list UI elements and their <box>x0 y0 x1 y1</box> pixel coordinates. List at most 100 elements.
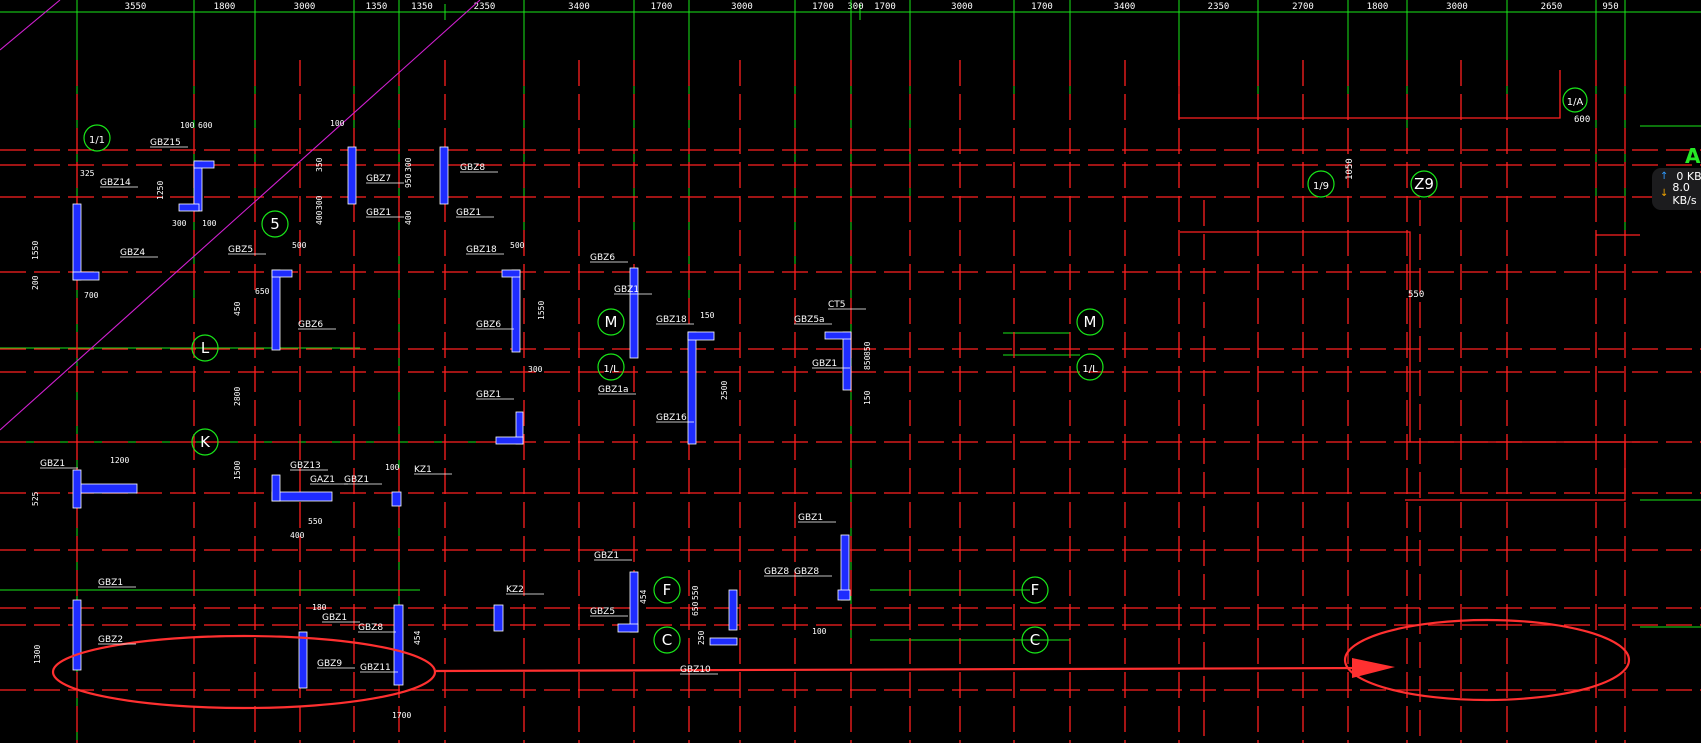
axis-bubble <box>597 308 625 336</box>
diagonal-reference-lines <box>0 0 481 431</box>
detail-dimension: 950 <box>404 173 413 188</box>
detail-dimension: 650 <box>255 287 270 296</box>
axis-bubble <box>597 353 625 381</box>
detail-dimension: 150 <box>863 390 872 405</box>
axis-bubble <box>1410 170 1438 198</box>
component-label: GBZ8 <box>794 567 819 577</box>
component-label: GBZ1 <box>366 208 391 218</box>
component-label: GBZ1 <box>798 513 823 523</box>
axis-bubble-label: 1/1 <box>89 135 105 146</box>
axis-bubble <box>653 576 681 604</box>
detail-dimension: 200 <box>31 275 40 290</box>
component-label: GBZ2 <box>98 635 123 645</box>
detail-dimension: 1550 <box>31 241 40 260</box>
detail-dimension: 1500 <box>233 461 242 480</box>
detail-dimension: 250 <box>697 630 706 645</box>
ruler-dimension: 3400 <box>1114 2 1136 12</box>
ruler-dimension: 2700 <box>1292 2 1314 12</box>
ruler-dimension: 3000 <box>1446 2 1468 12</box>
axis-bubble-label: F <box>1031 581 1040 599</box>
ruler-dimension: 1700 <box>812 2 834 12</box>
arrow-down-icon: ↓ <box>1660 188 1669 199</box>
detail-dimension: 550 <box>691 585 700 600</box>
detail-dimension: 1300 <box>33 645 42 664</box>
detail-dimension: 100 <box>180 121 195 130</box>
upload-speed: 0 KB/s <box>1676 170 1701 183</box>
ruler-dimension: 2350 <box>474 2 496 12</box>
detail-dimension: 300 <box>315 195 324 210</box>
axis-bubble <box>1021 626 1049 654</box>
axis-bubble-label: M <box>1084 313 1097 331</box>
component-label: GBZ1 <box>614 285 639 295</box>
annotation-value: 1050 <box>1345 158 1355 180</box>
ruler-dimension: 950 <box>1602 2 1618 12</box>
component-label: GBZ4 <box>120 248 145 258</box>
component-label: KZ1 <box>414 465 432 475</box>
ruler-dimension: 1350 <box>411 2 433 12</box>
component-label: GBZ6 <box>590 253 615 263</box>
wall-components <box>72 146 852 689</box>
component-label: GBZ1 <box>594 551 619 561</box>
axis-bubble <box>1021 576 1049 604</box>
component-label: GBZ5 <box>228 245 253 255</box>
axis-bubble-label: K <box>200 433 211 451</box>
axis-bubble-label: L <box>201 339 210 357</box>
ruler-dimension: 2650 <box>1541 2 1563 12</box>
download-row: ↓ 8.0 KB/s <box>1652 181 1701 207</box>
component-label: GBZ1 <box>40 459 65 469</box>
detail-dimension: 1700 <box>392 711 411 720</box>
detail-dimension: 300 <box>404 157 413 172</box>
component-label: GBZ1 <box>98 578 123 588</box>
highlight-arrow-head <box>1352 658 1395 678</box>
component-label: GBZ8 <box>460 163 485 173</box>
component-label: GBZ1 <box>456 208 481 218</box>
detail-dimension: 1200 <box>110 456 129 465</box>
component-label: GBZ10 <box>680 665 711 675</box>
detail-dimension: 325 <box>80 169 95 178</box>
ruler-dimension: 3400 <box>568 2 590 12</box>
axis-bubble-label: C <box>1030 631 1040 649</box>
axis-bubble <box>1562 87 1588 113</box>
upload-row: ↑ 0 KB/s <box>1652 168 1701 185</box>
detail-dimension: 850 <box>863 341 872 356</box>
detail-dimension: 400 <box>290 531 305 540</box>
arrow-up-icon: ↑ <box>1660 171 1669 182</box>
component-label: GBZ1a <box>598 385 629 395</box>
ruler-dimension: 1700 <box>874 2 896 12</box>
ruler-dimension: 1800 <box>214 2 236 12</box>
detail-dimension: 500 <box>510 241 525 250</box>
detail-dimension: 700 <box>84 291 99 300</box>
axis-bubble-label: F <box>663 581 672 599</box>
network-speed-widget[interactable]: ↑ 0 KB/s ↓ 8.0 KB/s <box>1652 168 1701 210</box>
axis-bubble <box>1076 353 1104 381</box>
detail-dimension: 100 <box>385 463 400 472</box>
ruler-dimension: 1350 <box>366 2 388 12</box>
detail-dimension: 454 <box>639 589 648 604</box>
axis-bubble-label: 5 <box>270 215 280 233</box>
highlight-arrow-line <box>435 666 1371 673</box>
ruler-dimension: 1700 <box>651 2 673 12</box>
corner-letter: A <box>1685 144 1701 168</box>
detail-dimension: 2500 <box>720 381 729 400</box>
axis-bubble-label: 1/L <box>603 364 619 375</box>
detail-dimension: 454 <box>413 630 422 645</box>
axis-bubble <box>1076 308 1104 336</box>
annotation-value: 600 <box>1574 115 1590 125</box>
axis-bubble <box>191 428 219 456</box>
annotation-value: 550 <box>1408 290 1424 300</box>
component-label: GBZ6 <box>298 320 323 330</box>
axis-bubble <box>83 124 111 152</box>
red-axis-grid <box>0 60 1701 743</box>
component-label: KZ2 <box>506 585 524 595</box>
component-label: GBZ18 <box>466 245 497 255</box>
highlight-ellipse-right <box>1343 618 1631 702</box>
detail-dimension: 180 <box>312 603 327 612</box>
detail-dimension: 500 <box>292 241 307 250</box>
component-label: GBZ1 <box>476 390 501 400</box>
component-label: GBZ6 <box>476 320 501 330</box>
component-label: GBZ13 <box>290 461 321 471</box>
component-label: GBZ18 <box>656 315 687 325</box>
